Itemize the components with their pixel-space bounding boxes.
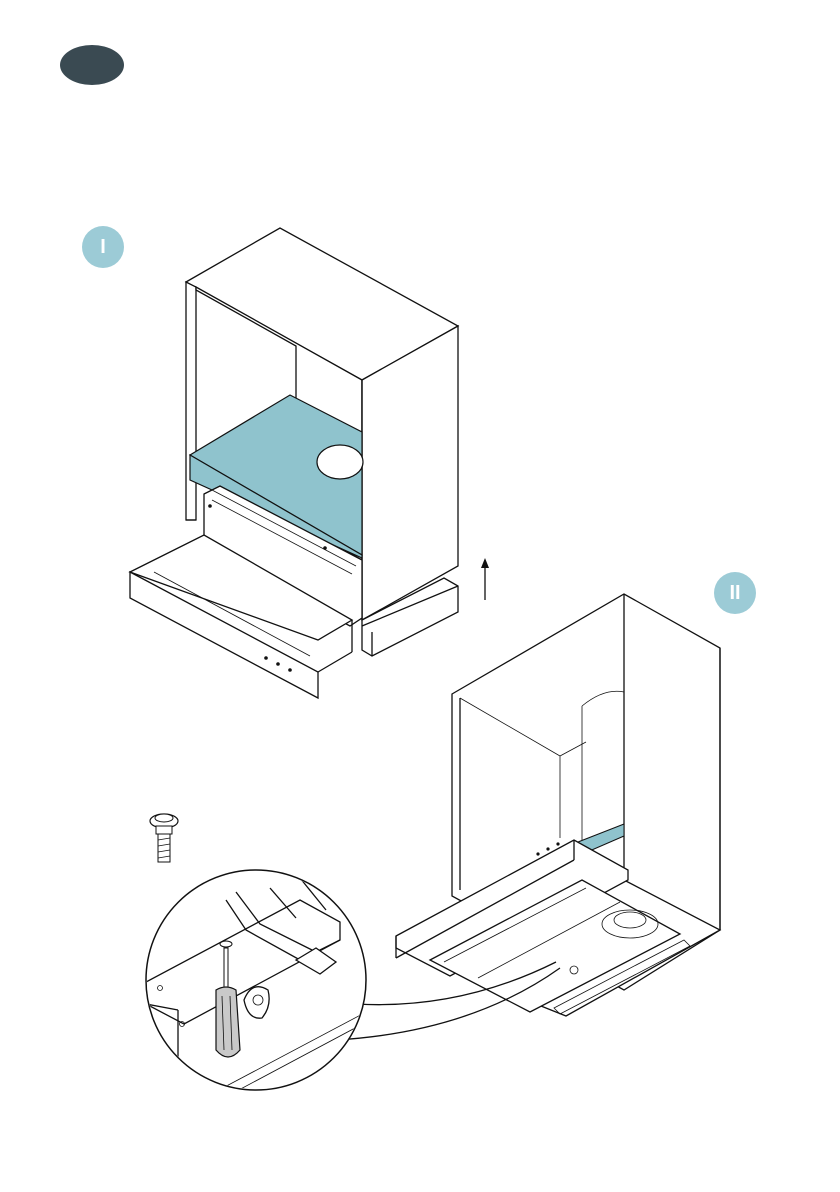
screw-icon <box>150 814 178 862</box>
detail-zoom-circle <box>146 870 370 1100</box>
arrow-up-icon <box>481 558 489 600</box>
